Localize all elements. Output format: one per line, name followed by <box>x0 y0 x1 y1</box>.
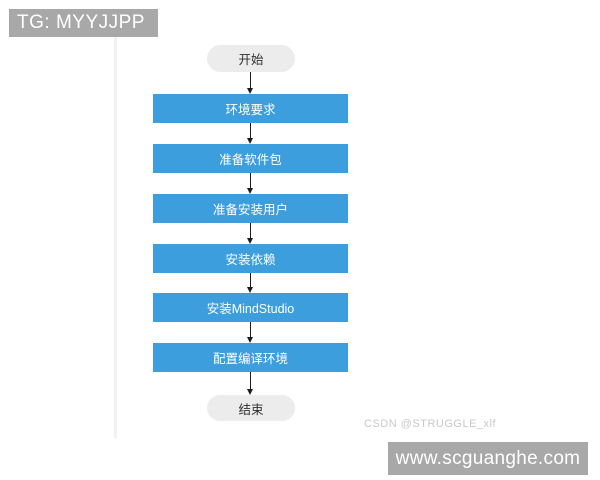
flow-node-install-dependencies: 安装依赖 <box>153 244 348 273</box>
tg-watermark: TG: MYYJJPP <box>9 9 158 37</box>
flow-node-label: 安装MindStudio <box>206 302 295 316</box>
csdn-watermark: CSDN @STRUGGLE_xlf <box>364 418 497 430</box>
flow-node-label: 结束 <box>238 402 264 417</box>
flow-arrow <box>247 123 253 144</box>
flow-node-end: 结束 <box>207 395 295 421</box>
flow-node-start: 开始 <box>207 45 295 72</box>
flow-node-prepare-software-package: 准备软件包 <box>153 144 348 173</box>
flow-arrow <box>247 173 253 194</box>
flow-node-label: 安装依赖 <box>225 253 276 267</box>
flow-arrow <box>247 72 253 94</box>
flow-node-configure-compile-env: 配置编译环境 <box>153 343 348 372</box>
page-divider-line <box>114 37 117 438</box>
flow-node-install-mindstudio: 安装MindStudio <box>153 293 348 322</box>
flow-arrow <box>247 322 253 343</box>
tg-watermark-label: TG: MYYJJPP <box>17 12 145 33</box>
flow-node-label: 开始 <box>238 53 264 67</box>
flow-arrow <box>247 273 253 293</box>
site-watermark: www.scguanghe.com <box>388 442 588 475</box>
flow-arrow <box>247 372 253 395</box>
flow-arrow <box>247 223 253 244</box>
flow-node-label: 准备安装用户 <box>212 203 288 217</box>
flow-node-environment-requirements: 环境要求 <box>153 94 348 123</box>
flow-node-label: 配置编译环境 <box>212 352 288 366</box>
site-watermark-label: www.scguanghe.com <box>395 447 581 469</box>
flow-node-prepare-install-user: 准备安装用户 <box>153 194 348 223</box>
flow-node-label: 准备软件包 <box>219 153 282 167</box>
flow-node-label: 环境要求 <box>225 103 276 117</box>
